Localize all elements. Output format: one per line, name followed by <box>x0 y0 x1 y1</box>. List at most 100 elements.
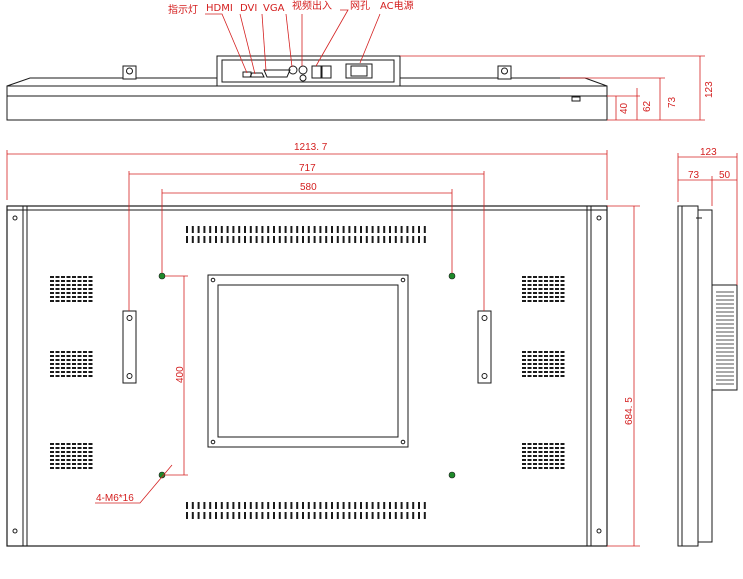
vent-slot <box>360 236 362 243</box>
vent-slot <box>533 292 537 294</box>
vent-slot <box>331 226 333 233</box>
vent-slot <box>191 512 194 519</box>
vent-slot <box>88 447 93 449</box>
vent-slot <box>238 226 241 233</box>
vga-port <box>288 65 298 75</box>
vent-slot <box>278 512 281 519</box>
vent-slot <box>406 226 409 233</box>
vent-slot <box>406 512 409 519</box>
vent-slot <box>50 359 54 361</box>
vent-slot <box>284 502 287 509</box>
vent-slot <box>50 276 54 278</box>
hdmi-port <box>249 72 265 78</box>
vent-slot <box>61 276 65 278</box>
vent-slot <box>249 226 252 233</box>
vent-slot <box>527 467 532 469</box>
vent-slot <box>278 502 281 509</box>
vent-slot <box>88 288 93 290</box>
vent-slot <box>249 236 252 243</box>
vent-slot <box>66 447 71 449</box>
vent-slot <box>354 226 357 233</box>
vent-slot <box>533 375 537 377</box>
vent-slot <box>527 367 532 369</box>
vent-slot <box>527 375 532 377</box>
vent-slot <box>296 512 299 519</box>
vent-slot <box>88 451 93 453</box>
vent-slot <box>522 351 526 353</box>
vent-slot <box>50 451 54 453</box>
vent-slot <box>232 226 235 233</box>
vent-slot <box>88 467 93 469</box>
vent-slot <box>55 371 60 373</box>
dim-top-62: 62 <box>642 100 653 112</box>
vent-slot <box>307 226 310 233</box>
vent-slot <box>555 443 559 445</box>
vent-slot <box>215 512 217 519</box>
vent-slot <box>77 371 82 373</box>
vent-slot <box>549 455 554 457</box>
vent-slot <box>61 443 65 445</box>
dim-top-73: 73 <box>667 96 678 108</box>
label-indicator: 指示灯 <box>168 3 198 16</box>
vent-slot <box>549 463 554 465</box>
vent-slot <box>348 512 351 519</box>
vent-slot <box>244 502 246 509</box>
vent-slot <box>319 236 322 243</box>
vent-slot <box>522 455 526 457</box>
vent-slot <box>522 276 526 278</box>
vent-slot <box>77 367 82 369</box>
vent-slot <box>527 296 532 298</box>
vent-slot <box>220 226 223 233</box>
video-port-1 <box>298 65 308 75</box>
front-view <box>6 205 608 547</box>
vent-slot <box>331 512 333 519</box>
vent-slot <box>533 447 537 449</box>
vent-slot <box>72 284 76 286</box>
vent-slot <box>342 512 345 519</box>
vent-slot <box>72 447 76 449</box>
vent-slot <box>549 284 554 286</box>
vent-slot <box>72 451 76 453</box>
vent-slot <box>325 236 328 243</box>
vent-slot <box>83 455 87 457</box>
vent-slot <box>371 226 374 233</box>
vent-slot <box>61 463 65 465</box>
vent-slot <box>83 355 87 357</box>
vent-slot <box>555 280 559 282</box>
vent-slot <box>66 451 71 453</box>
vent-slot <box>400 236 403 243</box>
vent-slot <box>549 443 554 445</box>
vent-slot <box>83 459 87 461</box>
vent-slot <box>555 451 559 453</box>
vent-slot <box>72 288 76 290</box>
vent-slot <box>50 371 54 373</box>
vent-slot <box>88 284 93 286</box>
vent-slot <box>77 355 82 357</box>
vent-slot <box>527 451 532 453</box>
vent-slot <box>533 296 537 298</box>
vent-slot <box>560 300 565 302</box>
vent-slot <box>560 284 565 286</box>
vent-slot <box>389 512 391 519</box>
vent-slot <box>555 467 559 469</box>
vent-slot <box>284 512 287 519</box>
vent-slot <box>400 502 403 509</box>
vent-slot <box>331 502 333 509</box>
vent-slot <box>555 375 559 377</box>
vent-slot <box>77 351 82 353</box>
vent-slot <box>533 288 537 290</box>
vent-slot <box>544 463 548 465</box>
vent-slot <box>61 371 65 373</box>
vent-slot <box>83 467 87 469</box>
vent-slot <box>533 351 537 353</box>
front-outer-frame <box>6 205 608 547</box>
vent-slot <box>522 459 526 461</box>
vent-slot <box>55 375 60 377</box>
vent-slot <box>77 443 82 445</box>
vent-slot <box>527 355 532 357</box>
vent-slot <box>365 502 368 509</box>
vent-slot <box>313 236 316 243</box>
label-network: 网孔 <box>350 0 370 12</box>
vent-slot <box>533 455 537 457</box>
vent-slot <box>544 447 548 449</box>
